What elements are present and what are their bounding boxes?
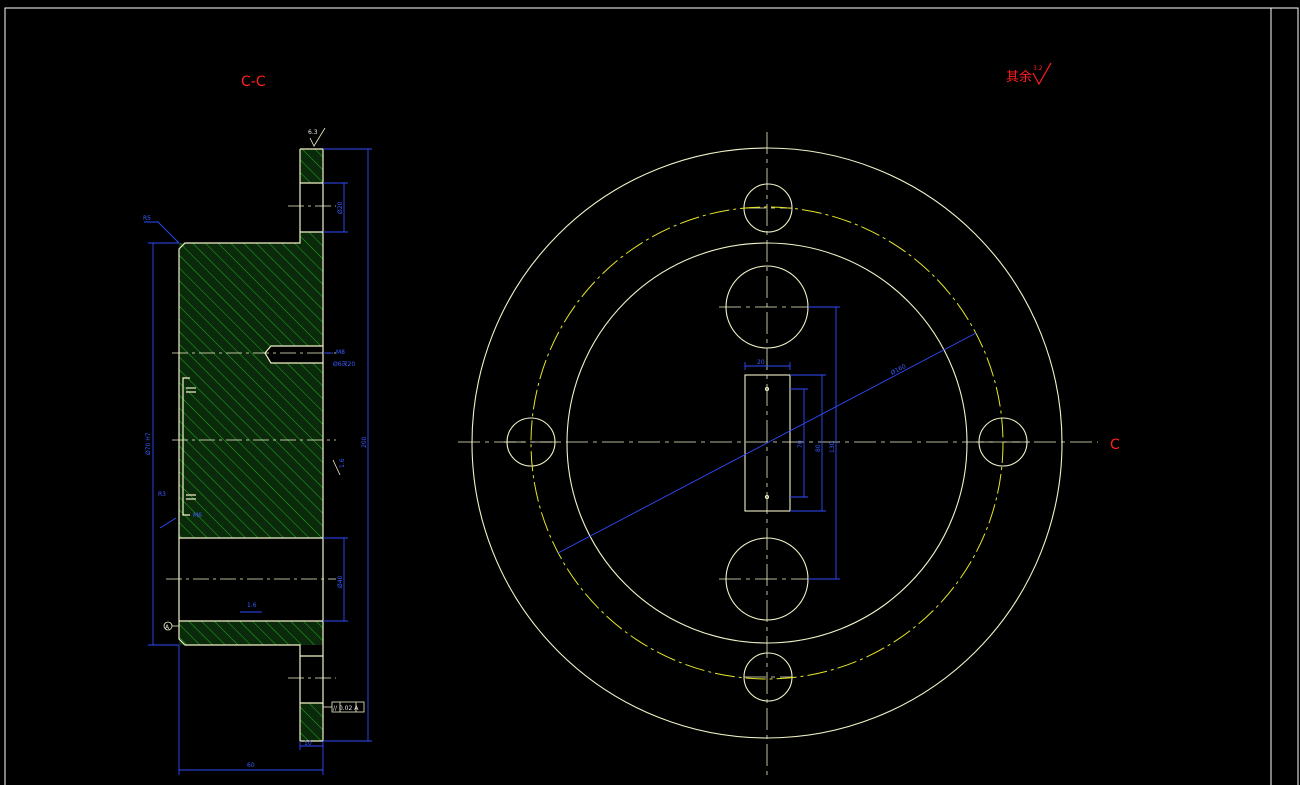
section-view: 6.3 Ø20 M8 Ø6深20 200 1.6 R3 M6 Ø40 1.6 Ø… bbox=[143, 127, 372, 775]
section-dimensions bbox=[144, 148, 372, 775]
dim-top-hole: Ø20 bbox=[337, 201, 344, 214]
section-hatch-flange-bottom bbox=[300, 703, 323, 741]
datum-a: A bbox=[163, 621, 179, 631]
dim-right-total: 200 bbox=[361, 436, 368, 448]
tolerance-frame: // 0.02 A bbox=[323, 701, 365, 713]
plan-view: Ø160 20 70 80 130 C bbox=[458, 132, 1120, 775]
surface-note-text: 其余 bbox=[1006, 69, 1032, 85]
bolt-hole-right bbox=[978, 417, 1028, 467]
dim-thread-depth: Ø6深20 bbox=[333, 360, 355, 368]
outer-flange-circle bbox=[471, 147, 1063, 739]
dim-bottom-flange: 10 bbox=[304, 740, 312, 747]
bolt-hole-left bbox=[506, 417, 556, 467]
dim-lower-roughness: 1.6 bbox=[247, 602, 257, 609]
section-centerlines bbox=[166, 205, 336, 679]
section-hatch-main bbox=[179, 232, 323, 538]
bolt-hole-bottom bbox=[743, 652, 793, 702]
dim-lower-hole: Ø40 bbox=[337, 575, 344, 588]
section-title: C-C bbox=[241, 74, 266, 90]
dim-slot-note: M6 bbox=[193, 512, 202, 519]
dim-bore-left: Ø70 H7 bbox=[145, 432, 152, 455]
dim-chamfer-right: 1.6 bbox=[339, 458, 346, 468]
datum-label: A bbox=[165, 624, 170, 631]
surface-finish-note: 其余 3.2 bbox=[1006, 62, 1052, 86]
plan-geometry bbox=[471, 147, 1063, 739]
section-outline bbox=[178, 148, 324, 742]
surface-note-value: 3.2 bbox=[1033, 65, 1043, 72]
cut-plane-marker: C bbox=[1110, 437, 1120, 453]
dim-keyway: R3 bbox=[158, 491, 166, 498]
plan-dimensions bbox=[557, 306, 977, 580]
bolt-pitch-circle bbox=[530, 206, 1004, 680]
dim-bottom-width: 60 bbox=[247, 762, 255, 769]
dim-thread: M8 bbox=[336, 349, 345, 356]
tolerance-text: // 0.02 A bbox=[333, 705, 359, 712]
inner-boss-circle bbox=[566, 242, 968, 644]
section-hatch-flange-top bbox=[300, 149, 323, 183]
roughness-symbol-icon bbox=[1032, 62, 1052, 86]
dim-big-holes: 130 bbox=[829, 441, 836, 453]
roughness-top-icon bbox=[309, 127, 326, 147]
section-hatch-lower bbox=[179, 621, 323, 645]
dim-slot-length: 80 bbox=[815, 444, 822, 452]
drawing-frame bbox=[4, 7, 1299, 785]
dim-slot-inner: 70 bbox=[797, 440, 804, 448]
dim-top-roughness: 6.3 bbox=[308, 129, 318, 136]
center-slot bbox=[744, 374, 791, 512]
bore-tick bbox=[332, 459, 341, 476]
dim-slot-width: 20 bbox=[757, 359, 765, 366]
dim-pcd: Ø160 bbox=[890, 363, 908, 377]
dim-leader-top: R5 bbox=[143, 215, 151, 222]
